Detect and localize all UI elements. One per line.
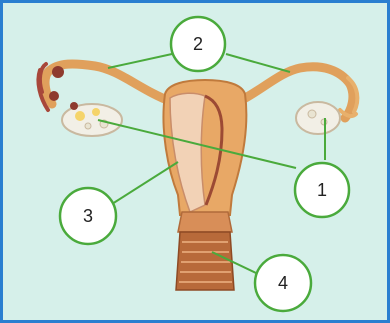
ovary-left <box>62 102 122 136</box>
label-1: 1 <box>317 180 327 200</box>
callout-line-2-left <box>108 54 172 68</box>
tube-fold-left <box>49 91 59 101</box>
callout-4: 4 <box>255 255 311 311</box>
cervix <box>178 212 232 232</box>
callout-1: 1 <box>295 163 349 217</box>
callout-2: 2 <box>171 17 225 71</box>
fallopian-tube-left <box>45 64 172 104</box>
callout-line-3 <box>112 162 178 204</box>
label-3: 3 <box>83 206 93 226</box>
label-2: 2 <box>193 34 203 54</box>
callout-line-2-right <box>226 54 290 72</box>
tube-infundibulum-left <box>52 66 64 78</box>
ovary-right <box>296 102 340 134</box>
callout-3: 3 <box>60 188 116 244</box>
label-4: 4 <box>278 273 288 293</box>
uterus-cavity <box>170 93 205 212</box>
